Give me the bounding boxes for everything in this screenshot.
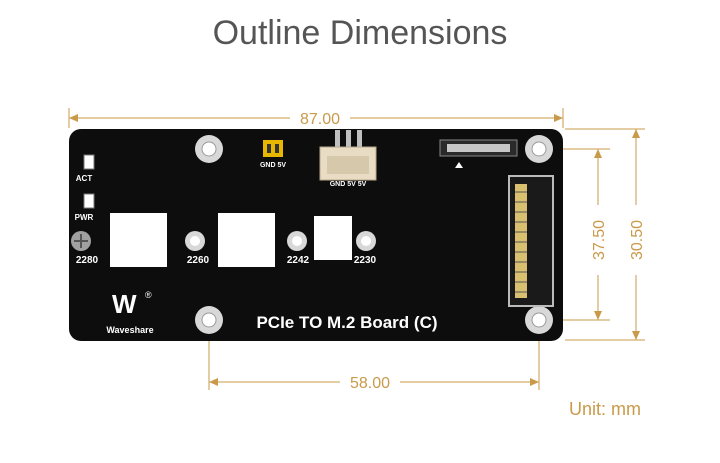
standoff-hole-2230 — [356, 231, 376, 251]
mounting-hole-bottom-left — [195, 306, 223, 334]
dimension-bottom-spacing: 58.00 — [208, 338, 540, 392]
mounting-hole-top-left — [195, 135, 223, 163]
pcb-board: ACT PWR 2280 2260 2242 2230 GND 5V GND 5… — [69, 129, 563, 341]
led-act — [83, 154, 95, 170]
mounting-hole-top-right — [525, 135, 553, 163]
standoff-hole-2260 — [185, 231, 205, 251]
svg-text:W: W — [112, 289, 137, 319]
size-label-2260: 2260 — [187, 255, 210, 266]
svg-text:GND 5V 5V: GND 5V 5V — [330, 181, 367, 188]
power-header: GND 5V — [260, 140, 286, 169]
waveshare-logo: W ® Waveshare — [106, 289, 153, 335]
pad-square-1 — [110, 213, 167, 267]
dimension-outer-height: 30.50 — [565, 128, 646, 341]
board-name: PCIe TO M.2 Board (C) — [256, 313, 437, 332]
fpc-connector — [439, 139, 518, 168]
pad-square-2 — [218, 213, 275, 267]
unit-label: Unit: mm — [569, 399, 641, 419]
width-top-label: 87.00 — [300, 111, 340, 128]
dimension-top-width: 87.00 — [68, 108, 564, 128]
led-pwr — [83, 193, 95, 209]
dimension-inner-height: 37.50 — [555, 148, 610, 321]
screw-2280 — [71, 231, 91, 251]
size-label-2280: 2280 — [76, 255, 99, 266]
hole-spacing-label: 58.00 — [350, 375, 390, 392]
pad-square-3 — [314, 216, 352, 260]
svg-text:GND 5V: GND 5V — [260, 162, 286, 169]
size-label-2242: 2242 — [287, 255, 310, 266]
height-outer-label: 30.50 — [629, 220, 646, 260]
fan-connector: GND 5V 5V — [319, 130, 377, 188]
act-label: ACT — [76, 174, 93, 183]
mounting-hole-bottom-right — [525, 306, 553, 334]
page-title: Outline Dimensions — [212, 14, 508, 52]
brand-label: Waveshare — [106, 325, 153, 335]
svg-text:®: ® — [145, 290, 152, 300]
height-inner-label: 37.50 — [591, 220, 608, 260]
size-label-2230: 2230 — [354, 255, 377, 266]
pwr-label: PWR — [75, 213, 94, 222]
m2-slot — [508, 175, 554, 307]
standoff-hole-2242 — [287, 231, 307, 251]
